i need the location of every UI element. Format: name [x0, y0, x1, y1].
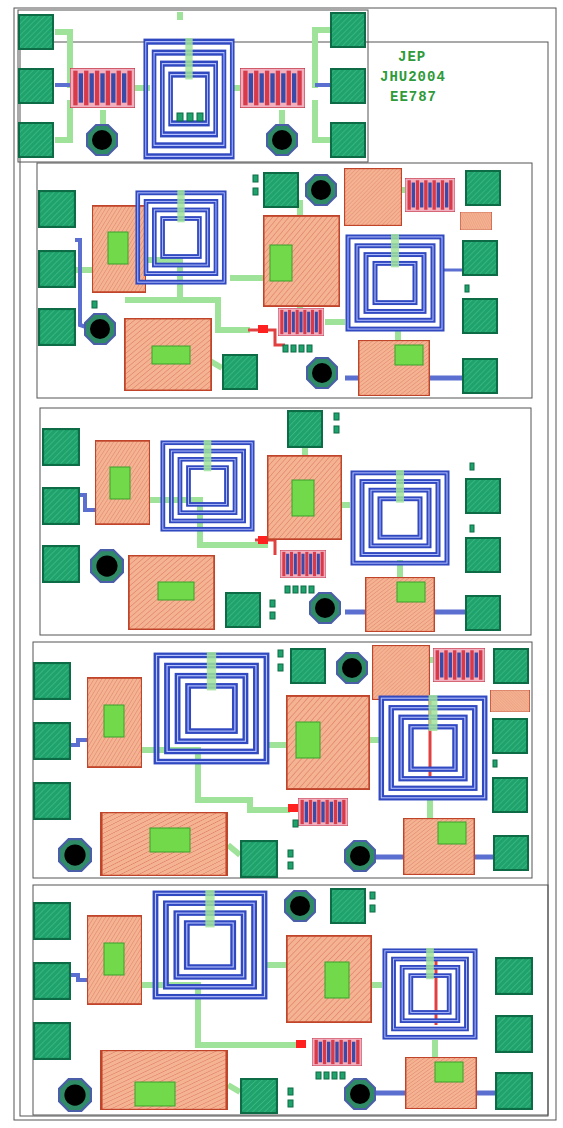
amplifier-cell-2	[43, 411, 500, 631]
chip-marking: JEP	[398, 50, 426, 64]
amplifier-cell-1	[39, 169, 500, 396]
top-cell	[19, 12, 365, 157]
amplifier-cell-4	[34, 889, 532, 1113]
amplifier-cell-3	[34, 646, 530, 877]
chip-marking: JHU2004	[380, 70, 446, 84]
chip-marking: EE787	[390, 90, 437, 104]
